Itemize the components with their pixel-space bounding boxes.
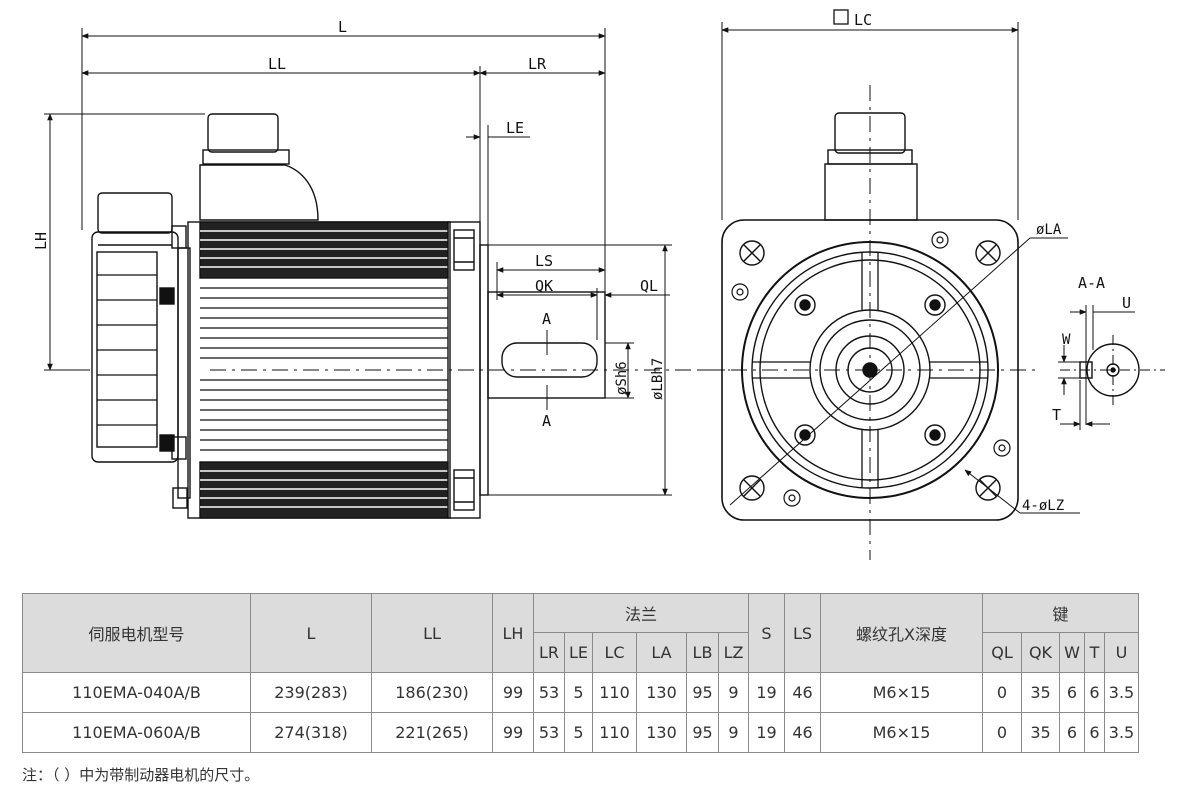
- dim-T: T: [1052, 406, 1061, 424]
- header-LH: LH: [492, 593, 534, 673]
- dim-QK: QK: [535, 277, 553, 295]
- header-LS: LS: [784, 593, 821, 673]
- front-view: [700, 9, 1080, 560]
- dim-U: U: [1122, 294, 1131, 312]
- footnote: 注：（ ）中为带制动器电机的尺寸。: [22, 766, 260, 784]
- header-model: 伺服电机型号: [22, 593, 251, 673]
- dim-W: W: [1062, 332, 1071, 348]
- dim-shaft-diameter: øSh6: [614, 361, 630, 395]
- dim-LC: LC: [854, 11, 872, 29]
- side-view: [44, 28, 730, 519]
- header-LE: LE: [564, 632, 593, 673]
- dim-LZ: 4-øLZ: [1022, 498, 1064, 514]
- table-row: 110EMA-060A/B 274(318) 221(265) 99 53 5 …: [22, 712, 1139, 753]
- section-mark-top: A: [542, 310, 551, 328]
- header-LZ: LZ: [718, 632, 749, 673]
- dim-QL: QL: [640, 277, 658, 295]
- dim-LE: LE: [506, 119, 524, 137]
- header-W: W: [1059, 632, 1085, 673]
- dim-LH: LH: [32, 232, 50, 250]
- header-LA: LA: [636, 632, 687, 673]
- header-QL: QL: [982, 632, 1022, 673]
- header-thread: 螺纹孔X深度: [820, 593, 983, 673]
- dim-LR: LR: [528, 55, 547, 73]
- dim-LS: LS: [535, 252, 553, 270]
- dim-spigot-diameter: øLBh7: [650, 358, 666, 400]
- section-title: A-A: [1078, 274, 1105, 292]
- header-flange: 法兰: [533, 593, 749, 633]
- motor-dimension-drawing: L LL LR LE LH LS QK QL A A øSh6 øLBh7: [32, 9, 1165, 560]
- header-LR: LR: [533, 632, 565, 673]
- header-T: T: [1084, 632, 1105, 673]
- header-S: S: [748, 593, 785, 673]
- section-mark-bottom: A: [542, 412, 551, 430]
- header-key: 键: [982, 593, 1139, 633]
- spec-table: 伺服电机型号 L LL LH 法兰 S LS 螺纹孔X深度 键 LR LE LC…: [22, 593, 1139, 753]
- header-L: L: [250, 593, 372, 673]
- header-LC: LC: [592, 632, 637, 673]
- section-view: [1058, 305, 1165, 430]
- dim-LL: LL: [268, 55, 286, 73]
- header-LL: LL: [371, 593, 493, 673]
- header-LB: LB: [686, 632, 719, 673]
- dim-LA: øLA: [1036, 222, 1062, 238]
- header-QK: QK: [1021, 632, 1060, 673]
- dim-L: L: [338, 18, 347, 36]
- header-U: U: [1104, 632, 1139, 673]
- table-row: 110EMA-040A/B 239(283) 186(230) 99 53 5 …: [22, 672, 1139, 713]
